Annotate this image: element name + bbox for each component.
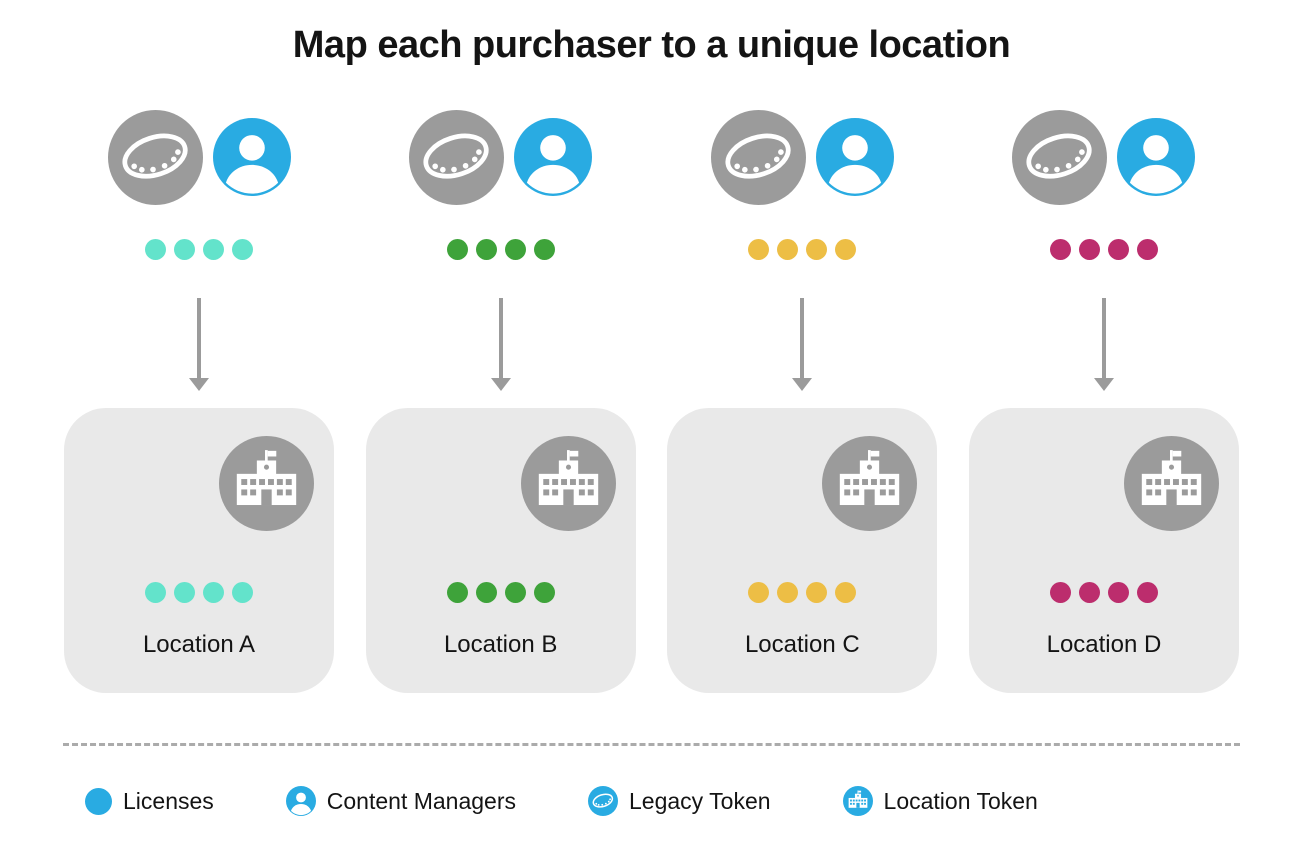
location-token-icon bbox=[843, 786, 873, 816]
arrow-head bbox=[189, 378, 209, 391]
arrow-stem bbox=[197, 298, 201, 378]
license-dots bbox=[1049, 239, 1158, 260]
license-dots bbox=[446, 239, 555, 260]
purchaser-icons bbox=[409, 109, 592, 205]
license-dot bbox=[533, 239, 555, 260]
license-dot bbox=[145, 239, 166, 260]
license-dot bbox=[475, 239, 497, 260]
license-dot bbox=[748, 582, 770, 603]
license-dot bbox=[1136, 582, 1158, 603]
license-dots bbox=[748, 582, 857, 603]
license-dot bbox=[1049, 239, 1071, 260]
location-card: Location A bbox=[64, 408, 334, 693]
content-manager-icon bbox=[1117, 118, 1195, 196]
location-token-icon bbox=[822, 436, 917, 531]
arrow-stem bbox=[800, 298, 805, 378]
location-token-icon bbox=[219, 436, 314, 531]
license-dot bbox=[504, 582, 526, 603]
content-manager-icon bbox=[286, 786, 316, 816]
arrow-down-icon bbox=[189, 298, 209, 391]
legend-item-content-managers: Content Managers bbox=[286, 786, 516, 816]
license-dot bbox=[174, 239, 195, 260]
dashed-divider bbox=[63, 743, 1240, 746]
license-dot bbox=[174, 582, 195, 603]
license-dots bbox=[1049, 582, 1158, 603]
license-dot bbox=[446, 582, 468, 603]
content-manager-icon bbox=[816, 118, 894, 196]
license-dot bbox=[1049, 582, 1071, 603]
legend-item-licenses: Licenses bbox=[85, 787, 214, 815]
page-title: Map each purchaser to a unique location bbox=[292, 24, 1011, 66]
license-dots bbox=[145, 582, 253, 603]
license-dot bbox=[835, 582, 857, 603]
license-dot bbox=[446, 239, 468, 260]
purchaser-column-b: Location B bbox=[365, 109, 636, 693]
license-dot bbox=[777, 239, 799, 260]
arrow-head bbox=[490, 378, 511, 391]
purchaser-icons bbox=[108, 109, 291, 205]
location-label: Location C bbox=[744, 631, 860, 658]
location-card: Location B bbox=[365, 408, 636, 693]
license-dot bbox=[835, 239, 857, 260]
license-dot bbox=[1078, 582, 1100, 603]
arrow-down-icon bbox=[1093, 298, 1114, 391]
purchaser-icons bbox=[711, 109, 894, 205]
arrow-down-icon bbox=[490, 298, 511, 391]
arrow-head bbox=[1093, 378, 1114, 391]
legacy-token-icon bbox=[409, 110, 504, 205]
license-dot bbox=[1136, 239, 1158, 260]
license-dot bbox=[1078, 239, 1100, 260]
legend-item-location-token: Location Token bbox=[843, 786, 1038, 816]
license-dot bbox=[145, 582, 166, 603]
legend: Licenses Content Managers Legacy Token L… bbox=[0, 786, 1303, 816]
legacy-token-icon bbox=[108, 110, 203, 205]
license-dot-icon bbox=[85, 787, 112, 815]
license-dot bbox=[504, 239, 526, 260]
legacy-token-icon bbox=[588, 786, 618, 816]
license-dot bbox=[203, 239, 224, 260]
legacy-token-icon bbox=[711, 110, 806, 205]
license-dot bbox=[748, 239, 770, 260]
legend-item-legacy-token: Legacy Token bbox=[588, 786, 771, 816]
purchaser-columns: Location A bbox=[0, 109, 1303, 693]
location-card: Location D bbox=[968, 408, 1239, 693]
license-dot bbox=[777, 582, 799, 603]
location-token-icon bbox=[521, 436, 616, 531]
arrow-stem bbox=[498, 298, 503, 378]
content-manager-icon bbox=[514, 118, 592, 196]
legend-label: Content Managers bbox=[326, 787, 517, 814]
license-dot bbox=[806, 582, 828, 603]
legend-label: Licenses bbox=[123, 787, 214, 814]
license-dots bbox=[748, 239, 857, 260]
license-dot bbox=[232, 239, 253, 260]
location-card: Location C bbox=[667, 408, 938, 693]
legend-label: Legacy Token bbox=[629, 787, 771, 814]
location-label: Location D bbox=[1046, 631, 1162, 658]
license-dot bbox=[806, 239, 828, 260]
arrow-stem bbox=[1101, 298, 1106, 378]
location-label: Location B bbox=[443, 631, 558, 658]
legend-label: Location Token bbox=[883, 787, 1038, 814]
license-dot bbox=[203, 582, 224, 603]
location-token-icon bbox=[1124, 436, 1219, 531]
license-dot bbox=[475, 582, 497, 603]
content-manager-icon bbox=[213, 118, 291, 196]
legacy-token-icon bbox=[1012, 110, 1107, 205]
purchaser-column-d: Location D bbox=[968, 109, 1239, 693]
license-dot bbox=[232, 582, 253, 603]
purchaser-icons bbox=[1012, 109, 1195, 205]
arrow-head bbox=[792, 378, 813, 391]
purchaser-column-a: Location A bbox=[64, 109, 334, 693]
purchaser-column-c: Location C bbox=[667, 109, 938, 693]
license-dots bbox=[446, 582, 555, 603]
license-dot bbox=[1107, 582, 1129, 603]
location-label: Location A bbox=[142, 631, 256, 658]
license-dot bbox=[533, 582, 555, 603]
license-dots bbox=[145, 239, 253, 260]
arrow-down-icon bbox=[792, 298, 813, 391]
license-dot bbox=[1107, 239, 1129, 260]
